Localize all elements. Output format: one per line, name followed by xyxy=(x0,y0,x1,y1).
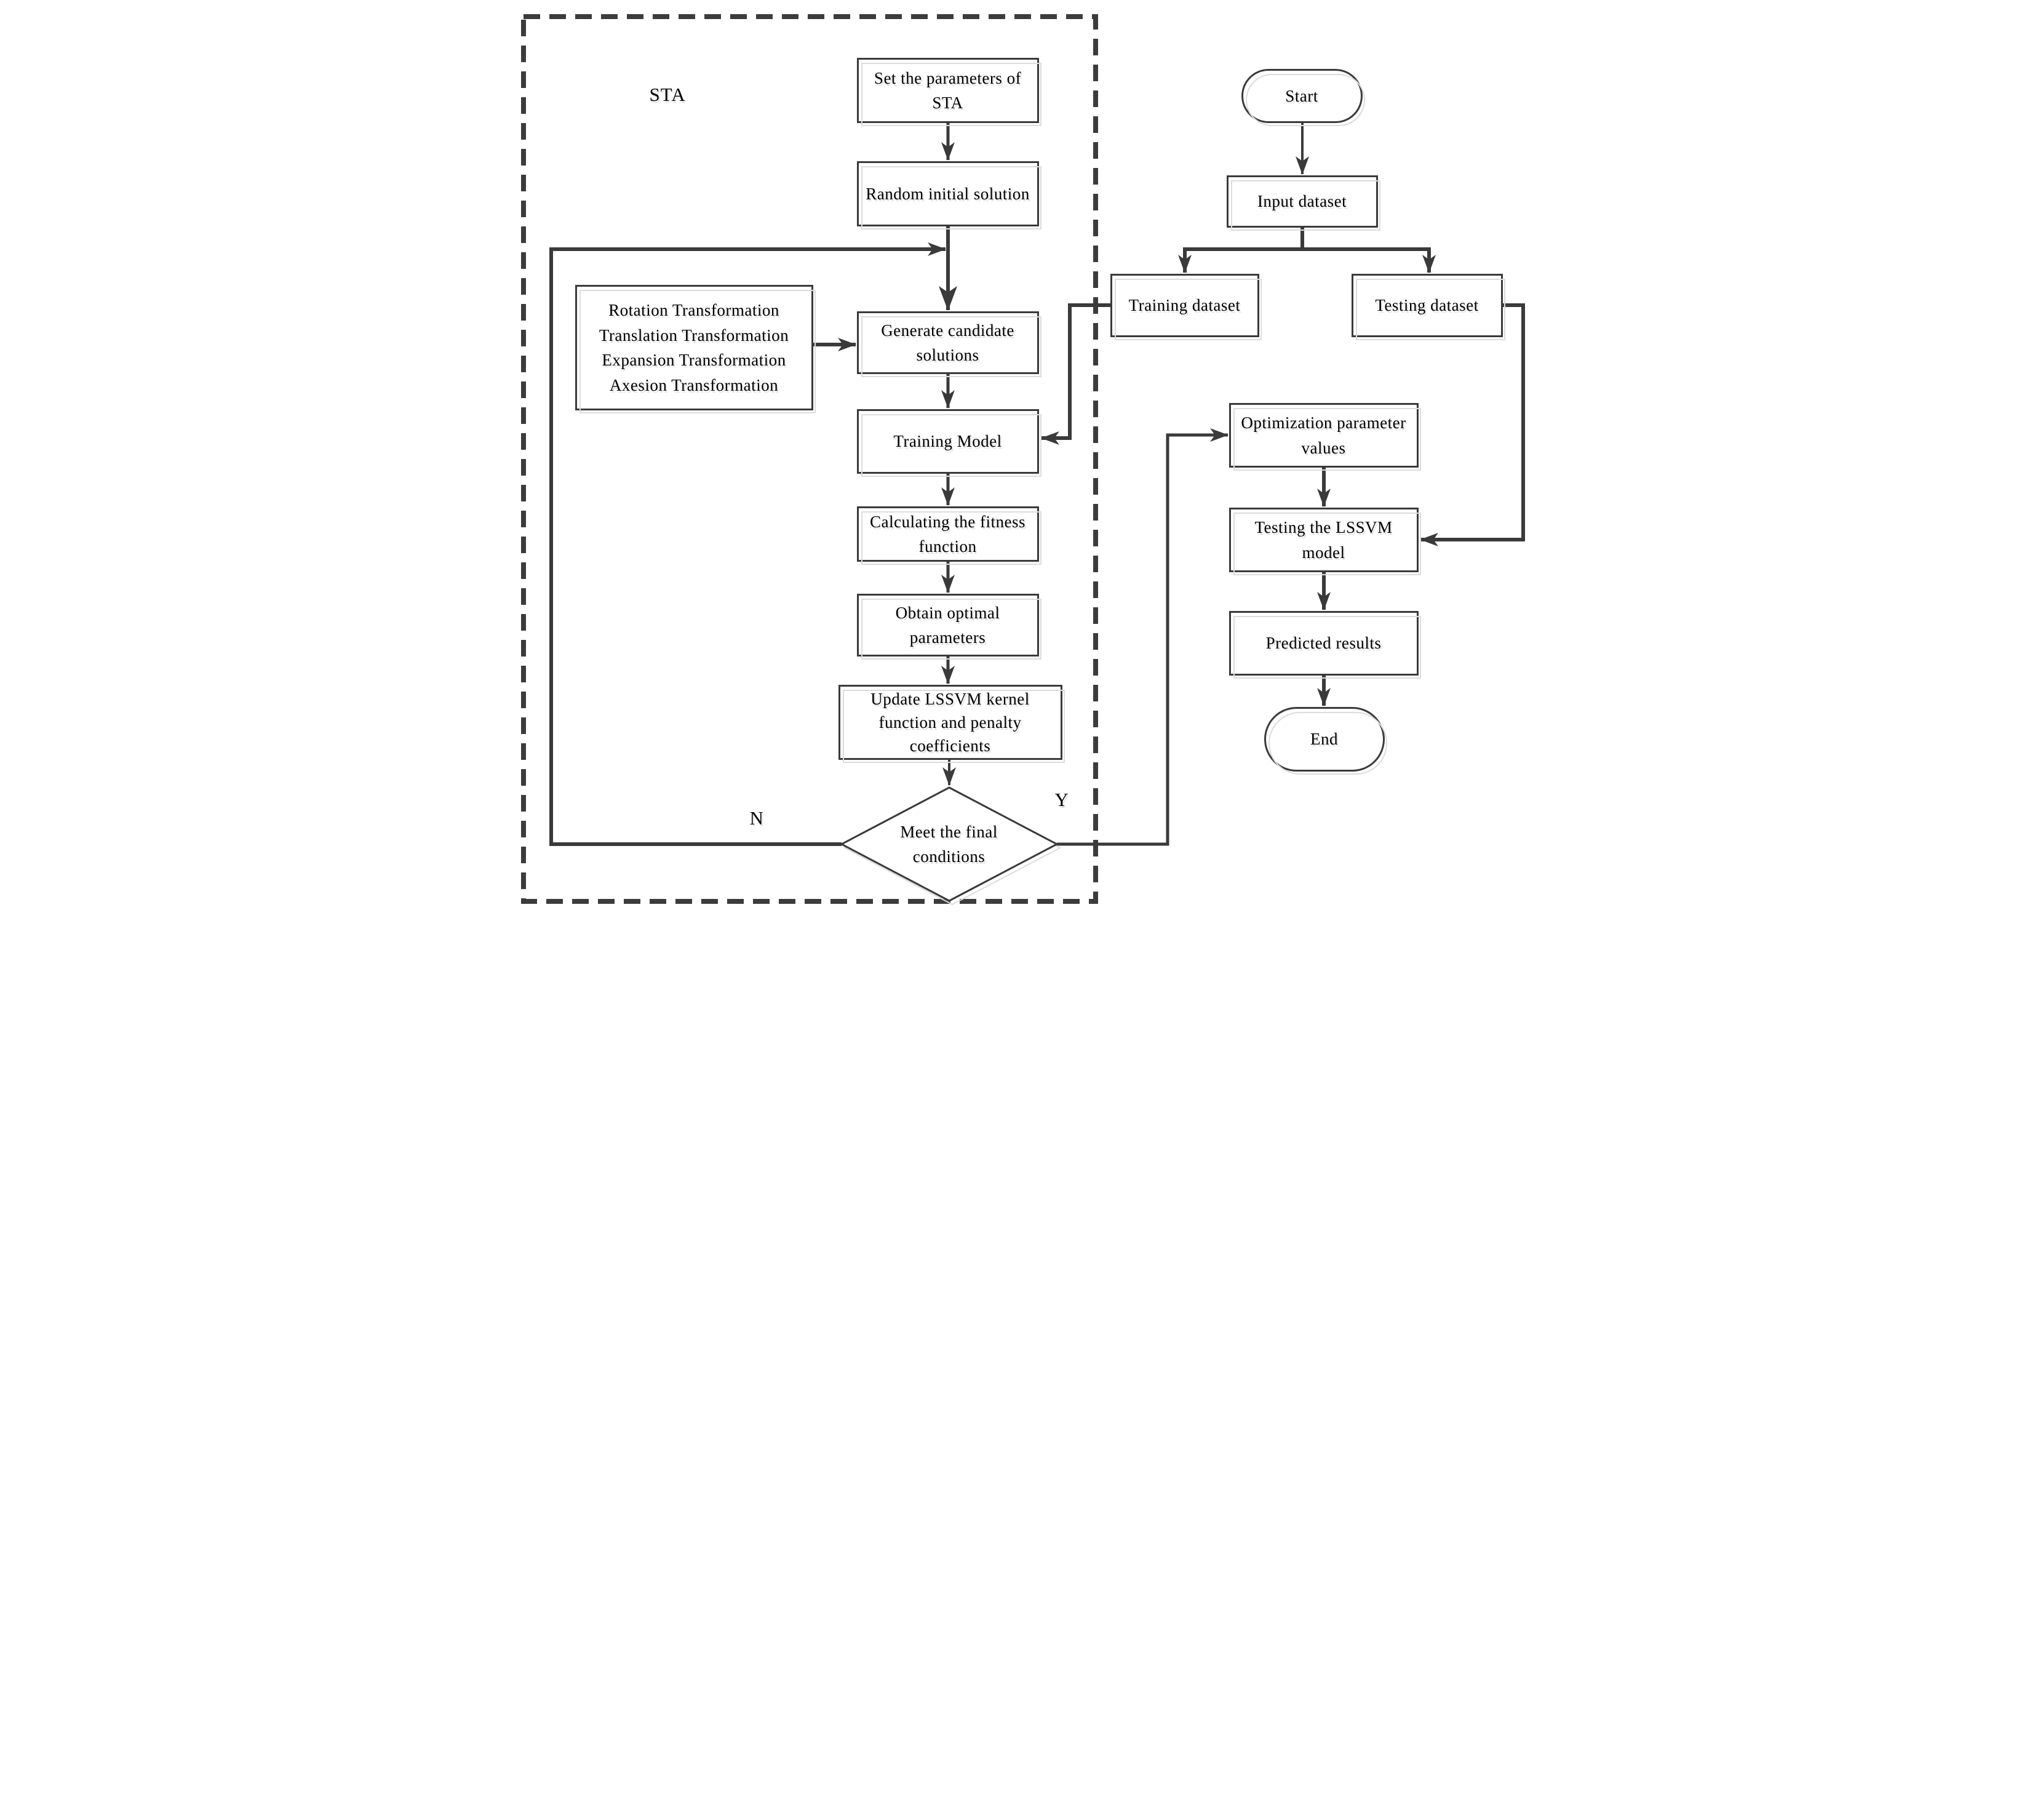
transformation-line-translation: Translation Transformation xyxy=(599,325,789,345)
node-set-parameters-text: Set the parameters of STA xyxy=(874,68,1022,113)
transformation-line-rotation: Rotation Transformation xyxy=(608,301,779,319)
node-transformations-text: Rotation Transformation Translation Tran… xyxy=(594,297,794,399)
arrow-testingdataset-to-testingmodel xyxy=(1419,303,1525,546)
decision-diamond xyxy=(839,786,1059,902)
arrow-decision-yes-to-optimization xyxy=(1056,428,1229,846)
node-calculating-fitness: Calculating the fitness function xyxy=(856,506,1041,565)
node-generate-candidates-text: Generate candidate solutions xyxy=(881,321,1014,365)
node-set-parameters: Set the parameters of STA xyxy=(856,58,1041,126)
transformation-line-axesion: Axesion Transformation xyxy=(609,375,779,394)
node-training-model: Training Model xyxy=(856,409,1041,477)
node-generate-candidates: Generate candidate solutions xyxy=(856,311,1041,377)
transformation-line-expansion: Expansion Transformation xyxy=(602,351,786,369)
node-end: End xyxy=(1264,707,1387,775)
node-random-initial-solution: Random initial solution xyxy=(856,161,1041,229)
node-training-model-text: Training Model xyxy=(893,432,1002,451)
node-end-text: End xyxy=(1310,730,1338,749)
node-start-text: Start xyxy=(1285,86,1318,105)
decision-yes-label: Y xyxy=(1054,789,1069,810)
node-start: Start xyxy=(1241,69,1365,126)
flowchart-canvas: STA N Y Set the parameters of STA Random… xyxy=(511,0,1532,910)
node-testing-dataset-text: Testing dataset xyxy=(1375,296,1479,315)
node-input-dataset-text: Input dataset xyxy=(1257,192,1347,211)
sta-region-dashed-border xyxy=(520,14,1098,904)
node-optimization-values-text: Optimization parameter values xyxy=(1241,413,1406,457)
node-update-lssvm: Update LSSVM kernel function and penalty… xyxy=(838,685,1065,763)
node-obtain-optimal-text: Obtain optimal parameters xyxy=(895,603,1000,647)
node-testing-dataset: Testing dataset xyxy=(1351,274,1505,340)
node-random-initial-text: Random initial solution xyxy=(866,184,1030,203)
node-training-dataset: Training dataset xyxy=(1110,274,1262,340)
connector-layer xyxy=(520,14,1525,906)
node-decision-text: Meet the final conditions xyxy=(863,807,1035,881)
node-calculating-fitness-text: Calculating the fitness function xyxy=(870,512,1025,556)
node-input-dataset: Input dataset xyxy=(1226,175,1380,231)
node-testing-lssvm-text: Testing the LSSVM model xyxy=(1254,518,1393,562)
node-testing-lssvm-model: Testing the LSSVM model xyxy=(1229,508,1421,575)
sta-region-label: STA xyxy=(649,84,686,105)
decision-no-label: N xyxy=(749,807,764,829)
node-update-lssvm-text: Update LSSVM kernel function and penalty… xyxy=(870,689,1030,756)
node-training-dataset-text: Training dataset xyxy=(1128,296,1241,315)
arrow-decision-no-loop xyxy=(549,242,946,846)
decision-text: Meet the final conditions xyxy=(900,822,998,866)
node-transformations: Rotation Transformation Translation Tran… xyxy=(575,285,816,413)
node-obtain-optimal-parameters: Obtain optimal parameters xyxy=(856,594,1041,660)
node-optimization-values: Optimization parameter values xyxy=(1229,403,1421,471)
arrow-trainingdataset-to-trainingmodel xyxy=(1040,303,1110,445)
node-predicted-results: Predicted results xyxy=(1229,611,1421,679)
node-predicted-results-text: Predicted results xyxy=(1265,634,1382,653)
